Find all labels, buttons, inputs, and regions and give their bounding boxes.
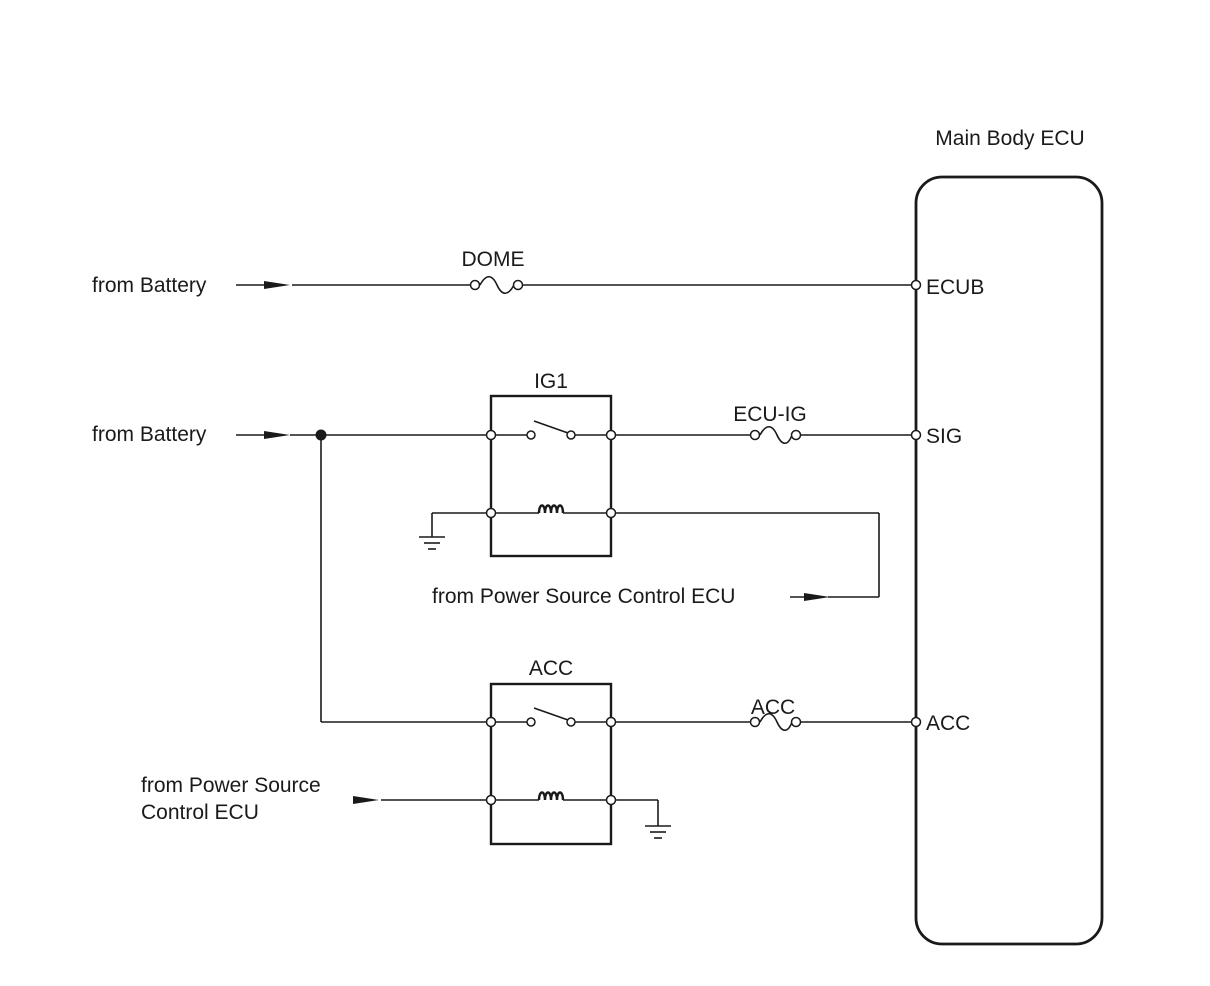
acc-relay-box (489, 682, 613, 846)
ig1-coil-symbol (537, 504, 565, 514)
acc-pin-label: ACC (926, 712, 970, 735)
battery-arrow-head-2 (264, 431, 290, 439)
acc-coil-terminal-left (485, 794, 497, 806)
ig1-terminal-out (605, 429, 617, 441)
acc-contact-terminal-right (566, 717, 576, 727)
acc-coil-terminal-right (605, 794, 617, 806)
acc-switch-blade (533, 707, 569, 721)
acc-fuse-terminal-right (790, 716, 802, 728)
ecu-ig-fuse-symbol (759, 425, 793, 445)
sig-pin-label: SIG (926, 425, 962, 448)
dome-fuse-label: DOME (462, 248, 525, 271)
ecub-pin-label: ECUB (926, 276, 984, 299)
ecub-pin-terminal (910, 279, 922, 291)
sig-pin-terminal (910, 429, 922, 441)
dome-circuit: from Battery DOME (92, 248, 912, 297)
ig1-relay-label: IG1 (534, 370, 568, 393)
ig1-relay: IG1 (485, 370, 617, 558)
dome-fuse-symbol (479, 275, 515, 295)
ig1-switch-blade (533, 420, 569, 434)
acc-fuse-label: ACC (751, 696, 795, 719)
battery-source-label-2: from Battery (92, 423, 207, 446)
ig1-relay-box (489, 394, 613, 558)
acc-fuse-terminal-left (749, 716, 761, 728)
acc-ground-symbol (615, 799, 671, 839)
acc-relay-label: ACC (529, 657, 573, 680)
ecu-ig-fuse-terminal-right (790, 429, 802, 441)
acc-terminal-in (485, 716, 497, 728)
acc-pin-terminal (910, 716, 922, 728)
psc-ecu-source-label-2-line1: from Power Source (141, 774, 321, 797)
ig1-terminal-in (485, 429, 497, 441)
psc-ecu-source-label-1: from Power Source Control ECU (432, 585, 735, 608)
acc-coil-symbol (537, 791, 565, 801)
acc-terminal-out (605, 716, 617, 728)
ecu-ig-fuse-terminal-left (749, 429, 761, 441)
battery-source-label-1: from Battery (92, 274, 207, 297)
main-body-ecu: Main Body ECU ECUB SIG ACC (910, 127, 1104, 946)
acc-fuse-symbol (759, 712, 793, 732)
dome-fuse-terminal-right (512, 279, 524, 291)
ig1-circuit: from Battery IG1 (92, 370, 912, 722)
ig1-ground-symbol (419, 512, 487, 550)
ig1-contact-terminal-right (566, 430, 576, 440)
battery-arrow-head-1 (264, 281, 290, 289)
dome-fuse-terminal-left (469, 279, 481, 291)
acc-circuit: ACC from Power Source Control ECU (141, 657, 912, 846)
psc-ecu-source-label-2-line2: Control ECU (141, 801, 259, 824)
ig1-contact-terminal-left (526, 430, 536, 440)
psc-ecu-arrow-head-2 (353, 796, 379, 804)
acc-relay: ACC (485, 657, 617, 846)
psc-ecu-arrow-head-1 (804, 593, 830, 601)
acc-contact-terminal-left (526, 717, 536, 727)
ig1-coil-terminal-right (605, 507, 617, 519)
ecu-ig-fuse-label: ECU-IG (733, 403, 807, 426)
ecu-title: Main Body ECU (935, 127, 1084, 150)
ig1-coil-terminal-left (485, 507, 497, 519)
ecu-body (914, 175, 1104, 946)
